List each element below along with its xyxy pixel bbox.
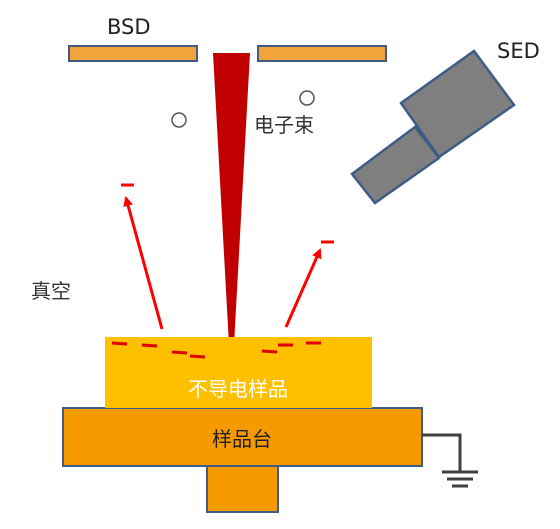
ground-icon [422, 433, 478, 488]
stage-stem [206, 464, 279, 513]
vacuum-label: 真空 [31, 279, 71, 303]
gas-molecule-icon [171, 112, 187, 128]
emitted-electron-arrow-right [284, 248, 322, 328]
electron-beam-label: 电子束 [254, 113, 314, 137]
non-conductive-sample [105, 337, 372, 408]
emitted-electron-arrow-left [123, 196, 164, 330]
sed-detector-nozzle [350, 125, 441, 205]
gas-molecule-icon [299, 90, 315, 106]
sed-detector [350, 49, 516, 205]
bsd-detector-left [68, 45, 198, 62]
bsd-label: BSD [107, 15, 151, 39]
surface-charge-dashes [111, 341, 321, 359]
electron-beam [213, 53, 250, 345]
sed-label: SED [497, 39, 540, 63]
sample-label: 不导电样品 [188, 377, 288, 401]
sed-detector-body [399, 49, 516, 159]
bsd-detector-right [257, 45, 387, 62]
stage-label: 样品台 [212, 427, 272, 451]
sample-stage [62, 407, 423, 467]
